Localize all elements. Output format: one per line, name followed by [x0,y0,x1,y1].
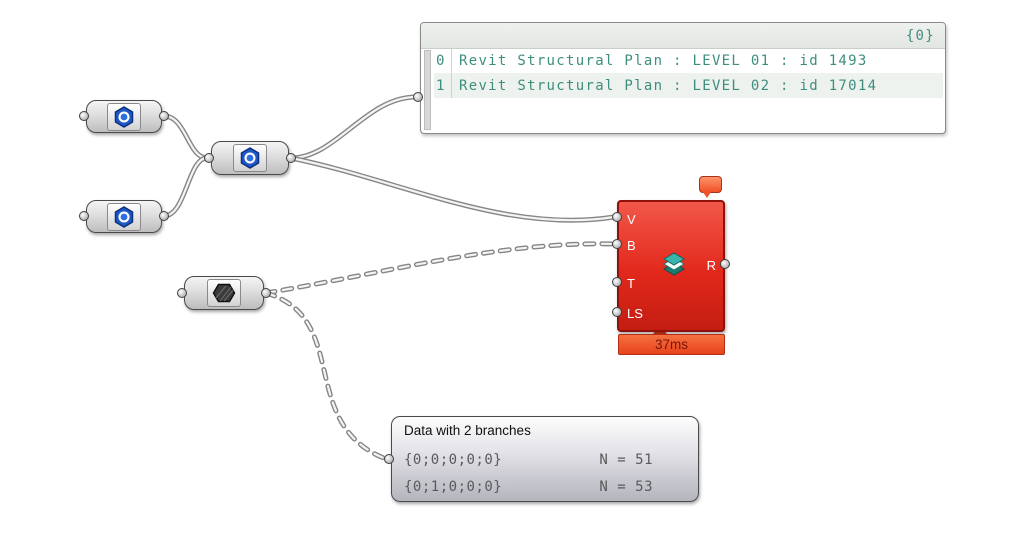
grip-red-input-t[interactable] [612,277,622,287]
panel-header: {0} [421,23,945,49]
grip-selector-output[interactable] [261,288,271,298]
wire-selector-to-data-viewer[interactable] [263,290,389,462]
branch-count: N = 53 [599,479,653,495]
grip-red-input-v[interactable] [612,212,622,222]
grip-red-output-r[interactable] [720,259,730,269]
grip-merge-input[interactable] [204,153,214,163]
profiler-time: 37ms [654,337,688,352]
grip-merge-output[interactable] [286,153,296,163]
panel-row-index: 0 [434,48,452,73]
grip-data-viewer-input[interactable] [384,454,394,464]
input-label-v: V [627,212,636,227]
panel-row: 0 Revit Structural Plan : LEVEL 01 : id … [434,48,943,73]
data-viewer-title: Data with 2 branches [404,423,531,438]
component-document-a[interactable] [86,100,162,133]
grip-panel-input[interactable] [413,92,423,102]
wire-component-a-to-merge[interactable] [161,113,210,161]
wire-merge-to-panel[interactable] [288,94,419,161]
revit-element-icon [233,144,267,172]
wire-selector-to-red-b-input[interactable] [263,241,617,296]
grip-component-a-output[interactable] [159,111,169,121]
grip-selector-input[interactable] [177,288,187,298]
data-branch-row: {0;0;0;0;0} N = 51 [404,450,653,470]
panel-row-index: 1 [434,73,452,98]
error-balloon-icon[interactable] [699,176,722,198]
data-viewer-component[interactable]: Data with 2 branches {0;0;0;0;0} N = 51 … [391,416,699,502]
grip-component-b-input[interactable] [79,211,89,221]
grip-component-b-output[interactable] [159,211,169,221]
branch-path: {0;1;0;0;0} [404,479,503,495]
input-label-ls: LS [627,306,643,321]
levels-stack-icon [661,250,687,281]
panel-row-text: Revit Structural Plan : LEVEL 02 : id 17… [459,77,878,94]
grip-red-input-b[interactable] [612,239,622,249]
output-label-r: R [706,258,716,273]
branch-path: {0;0;0;0;0} [404,452,503,468]
panel-path-badge: {0} [905,27,935,44]
wire-component-b-to-merge[interactable] [161,155,210,219]
revit-element-icon [107,202,141,231]
wire-merge-to-red-v-input[interactable] [288,155,617,223]
panel-component[interactable]: {0} 0 Revit Structural Plan : LEVEL 01 :… [420,22,946,134]
component-merge[interactable] [211,141,289,175]
input-label-t: T [627,276,635,291]
panel-rows: 0 Revit Structural Plan : LEVEL 01 : id … [434,48,943,98]
panel-scroll-gutter[interactable] [424,50,431,130]
branch-count: N = 51 [599,452,653,468]
panel-row: 1 Revit Structural Plan : LEVEL 02 : id … [434,73,943,98]
input-label-b: B [627,238,636,253]
panel-row-text: Revit Structural Plan : LEVEL 01 : id 14… [459,52,868,69]
grip-red-input-ls[interactable] [612,307,622,317]
component-add-views-error[interactable]: V B T LS R [617,200,725,332]
grip-component-a-input[interactable] [79,111,89,121]
data-branch-row: {0;1;0;0;0} N = 53 [404,477,653,497]
revit-element-icon [107,102,141,131]
component-selector[interactable] [184,276,264,310]
profiler-widget: 37ms [618,334,725,355]
component-document-b[interactable] [86,200,162,233]
hexagon-filter-icon [207,279,241,307]
